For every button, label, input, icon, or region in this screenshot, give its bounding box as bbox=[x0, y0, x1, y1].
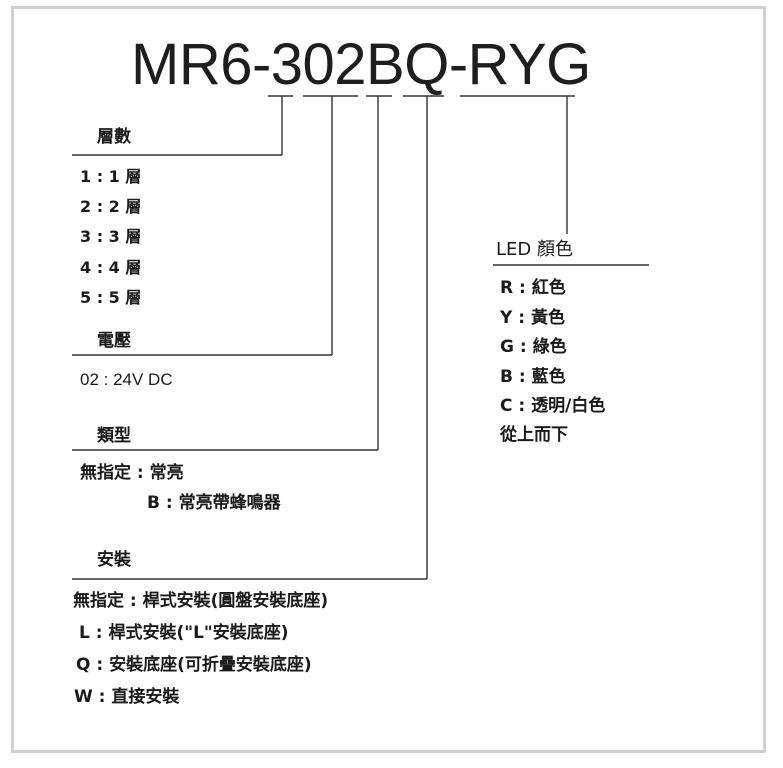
type-option-b: B : 常亮帶蜂鳴器 bbox=[147, 493, 281, 513]
tiers-option-4: 4 : 4 層 bbox=[80, 258, 142, 277]
tiers-option-2: 2 : 2 層 bbox=[80, 197, 142, 216]
mount-option-q: Q : 安裝底座(可折疊安裝底座) bbox=[76, 655, 312, 675]
mount-option-w: W : 直接安裝 bbox=[74, 687, 180, 707]
led-color-option-b: B : 藍色 bbox=[500, 367, 566, 387]
mount-option-default: 無指定 : 桿式安裝(圓盤安裝底座) bbox=[73, 591, 329, 611]
mount-option-l: L : 桿式安裝("L"安裝底座) bbox=[79, 623, 289, 643]
diagram-frame bbox=[11, 6, 766, 753]
tiers-option-3: 3 : 3 層 bbox=[80, 227, 142, 246]
led-color-option-r: R : 紅色 bbox=[500, 278, 566, 298]
voltage-option-02: 02 : 24V DC bbox=[80, 370, 173, 389]
led-color-option-g: G : 綠色 bbox=[500, 337, 567, 357]
led-color-heading: LED 顏色 bbox=[496, 239, 573, 260]
mount-heading: 安裝 bbox=[97, 550, 131, 570]
voltage-heading: 電壓 bbox=[97, 331, 131, 351]
led-color-option-y: Y : 黃色 bbox=[500, 308, 565, 328]
tiers-option-1: 1 : 1 層 bbox=[80, 167, 142, 186]
led-color-order-note: 從上而下 bbox=[500, 425, 568, 445]
model-code: MR6-302BQ-RYG bbox=[131, 32, 591, 97]
led-color-option-c: C : 透明/白色 bbox=[500, 396, 606, 416]
type-option-default: 無指定 : 常亮 bbox=[80, 463, 184, 483]
type-heading: 類型 bbox=[97, 426, 131, 446]
tiers-heading: 層數 bbox=[97, 127, 131, 147]
tiers-option-5: 5 : 5 層 bbox=[80, 288, 142, 307]
